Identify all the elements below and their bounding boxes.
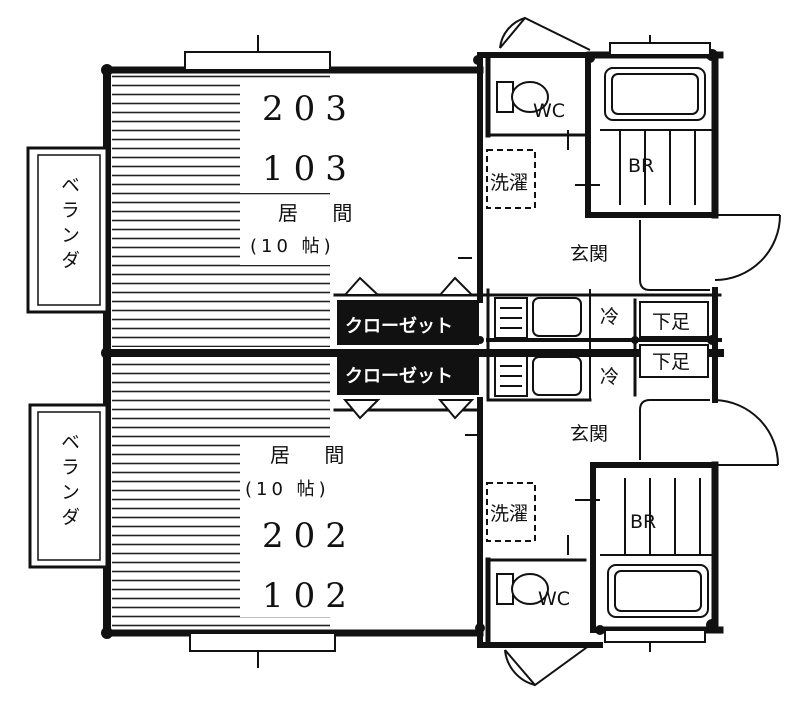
room-number-202: 202 <box>262 516 357 556</box>
wc-door-upper <box>499 16 591 51</box>
kitchen-lower <box>494 355 582 397</box>
bathtub-upper <box>600 67 712 205</box>
living-label-lower: 居 間 <box>270 443 358 467</box>
veranda-label-lower: ベランダ <box>58 432 80 532</box>
washer-lower <box>486 482 536 542</box>
room-number-102: 102 <box>262 576 357 616</box>
shoe-box-label-upper: 下足 <box>652 311 690 333</box>
wc-door-lower <box>504 644 591 687</box>
room-number-203: 203 <box>262 89 357 129</box>
veranda-upper <box>26 146 109 314</box>
toilet-label-upper: WC <box>533 100 565 122</box>
shoe-box-lower <box>639 344 709 378</box>
entrance-label-upper: 玄関 <box>570 243 608 265</box>
toilet-label-lower: WC <box>538 588 570 610</box>
closet-lower-box <box>337 355 479 395</box>
closet-doors <box>342 276 475 420</box>
fridge-label-upper: 冷 <box>600 306 619 328</box>
fridge-label-lower: 冷 <box>600 366 619 388</box>
toilet-lower <box>496 573 549 605</box>
bath-label-upper: BR <box>628 155 654 177</box>
washer-label-upper: 洗濯 <box>490 172 528 194</box>
posts <box>101 49 718 639</box>
entrance-label-lower: 玄関 <box>570 423 608 445</box>
bathtub-lower <box>600 478 712 618</box>
shoe-box-upper <box>639 301 709 338</box>
closet-label-lower: クローゼット <box>345 365 453 387</box>
bath-label-lower: BR <box>630 511 656 533</box>
living-label-upper: 居 間 <box>278 201 366 225</box>
living-size-lower: (10 帖) <box>245 479 330 500</box>
entrance-door-upper <box>639 214 781 291</box>
room-number-103: 103 <box>262 149 357 189</box>
veranda-label-upper: ベランダ <box>58 175 80 275</box>
closet-label-upper: クローゼット <box>345 315 453 337</box>
windows <box>184 35 711 668</box>
washer-label-lower: 洗濯 <box>490 503 528 525</box>
living-size-upper: (10 帖) <box>250 236 335 257</box>
shoe-box-label-lower: 下足 <box>652 351 690 373</box>
veranda-lower <box>28 403 109 569</box>
kitchen-upper <box>494 297 582 339</box>
washer-upper <box>486 149 536 209</box>
entrance-door-lower <box>639 399 779 466</box>
toilet-upper <box>496 81 549 113</box>
